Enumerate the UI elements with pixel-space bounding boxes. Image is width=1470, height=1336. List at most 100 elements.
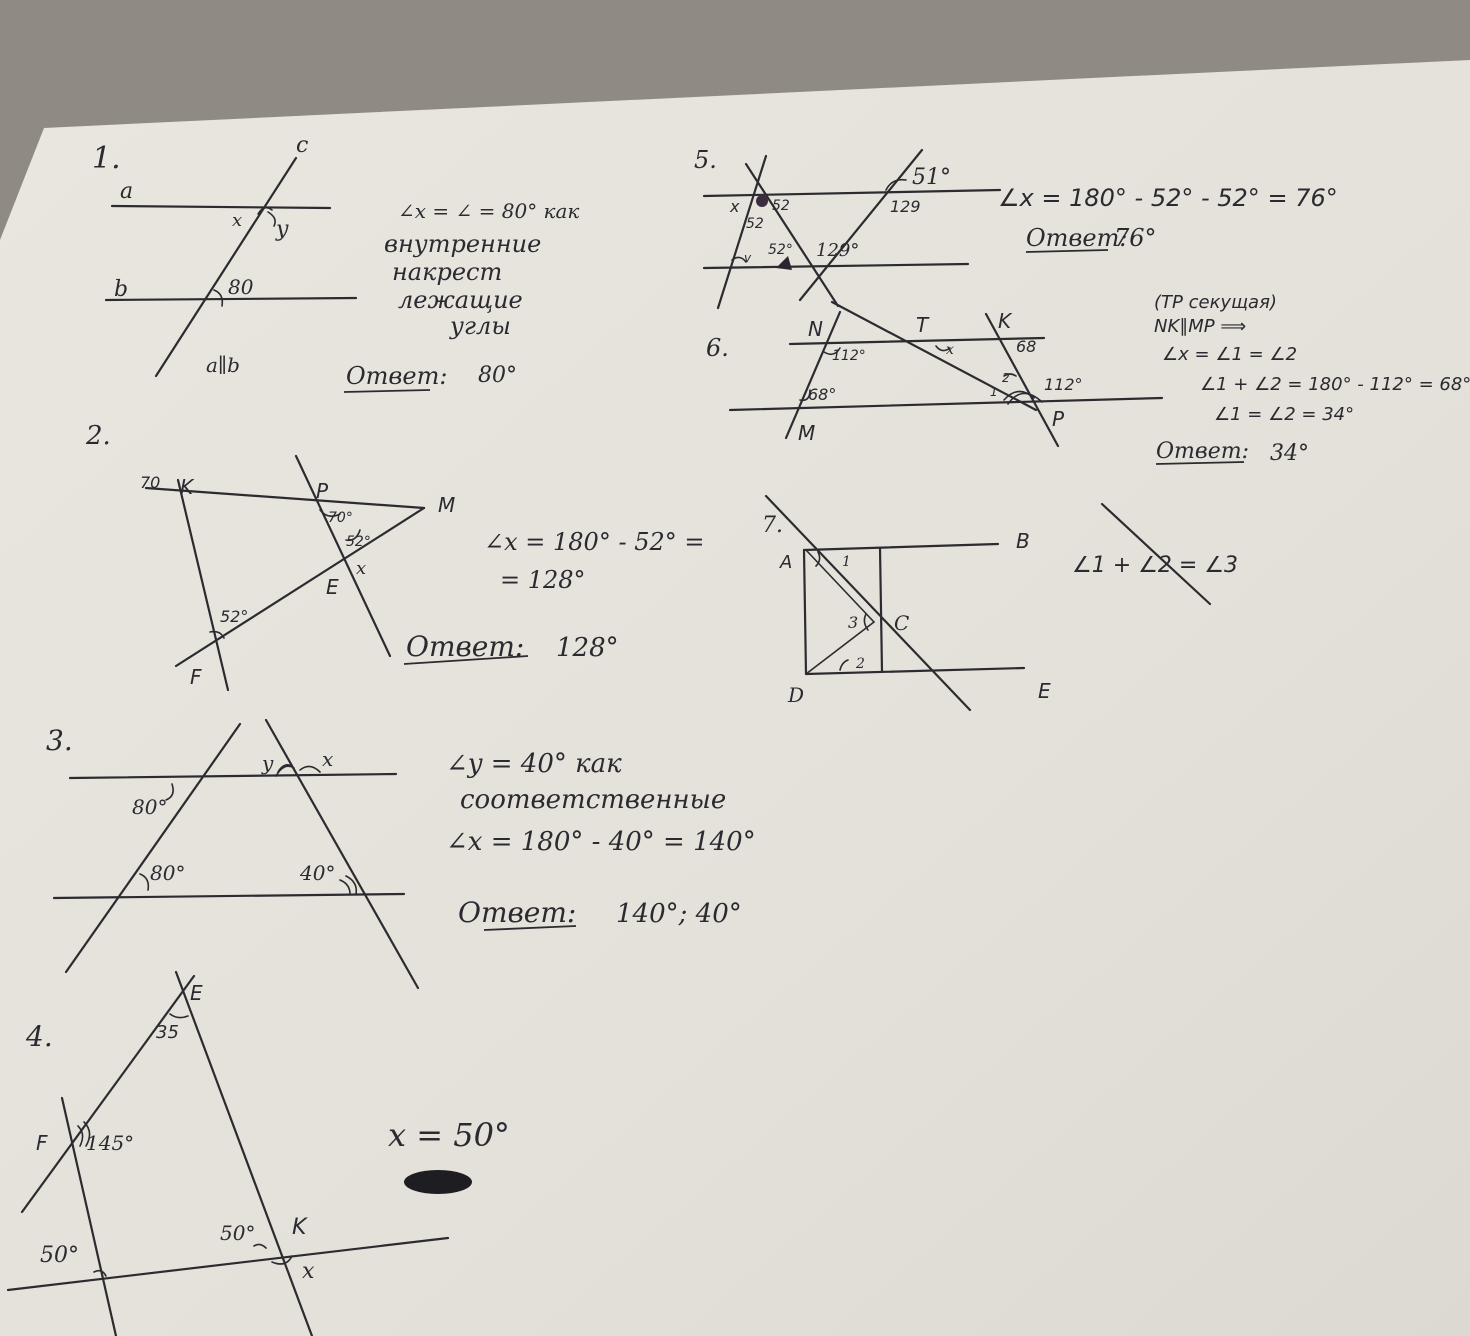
p3-angle-80-bot: 80° bbox=[150, 861, 185, 885]
p3-arc-40 bbox=[339, 875, 358, 895]
p6-number: 6. bbox=[706, 334, 729, 362]
p4-number: 4. bbox=[25, 1020, 53, 1053]
p4-label-x: x bbox=[302, 1259, 315, 1284]
p2-label-f: F bbox=[190, 665, 202, 689]
p6-line-kp bbox=[984, 312, 1060, 448]
p3-answer-underline bbox=[483, 925, 577, 931]
p1-arc-y bbox=[267, 211, 276, 227]
p3-answer-label: Ответ: bbox=[458, 896, 576, 929]
p4-angle-35: 35 bbox=[156, 1022, 179, 1043]
p2-line-km bbox=[144, 486, 426, 510]
p7-label-3: 3 bbox=[848, 613, 858, 632]
p2-line-pe bbox=[294, 454, 392, 658]
p6-label-p: P bbox=[1052, 407, 1065, 431]
p3-number: 3. bbox=[46, 724, 73, 757]
p1-label-b: b bbox=[114, 277, 128, 302]
p4-line-bottom bbox=[6, 1236, 450, 1292]
p5-answer-value: 76° bbox=[1114, 224, 1157, 252]
p2-arc-52 bbox=[345, 529, 361, 542]
p4-arc-50-right bbox=[253, 1243, 267, 1249]
p4-arc-x bbox=[271, 1255, 293, 1265]
p6-label-1: 1 bbox=[990, 385, 998, 399]
p6-line-nk bbox=[788, 336, 1046, 346]
p4-arc-50-left bbox=[93, 1269, 107, 1277]
p7-strike-through bbox=[1100, 502, 1212, 606]
p2-arc-70 bbox=[319, 509, 341, 518]
p5-angle-52b: 52 bbox=[746, 216, 764, 232]
p1-angle-80: 80 bbox=[228, 275, 254, 299]
p5-label-v: v bbox=[744, 251, 752, 265]
p7-equation: ∠1 + ∠2 = ∠3 bbox=[1072, 553, 1238, 578]
p5-angle-52c: 52° bbox=[768, 242, 793, 258]
p5-angle-52a: 52 bbox=[772, 198, 790, 214]
p7-line-vertical bbox=[878, 546, 884, 674]
p6-arc-x bbox=[935, 345, 951, 352]
p6-equation-1: ∠x = ∠1 = ∠2 bbox=[1162, 344, 1297, 365]
p1-number: 1. bbox=[92, 141, 121, 176]
p6-note-1: (TP секущая) bbox=[1154, 292, 1277, 313]
p6-note-2: NK∥MP ⟹ bbox=[1154, 316, 1246, 337]
p7-arc-2 bbox=[839, 659, 849, 671]
p2-label-e: E bbox=[326, 575, 339, 599]
p3-label-x: x bbox=[322, 747, 333, 771]
p1-parallel: a∥b bbox=[206, 353, 240, 377]
p2-angle-52-low: 52° bbox=[220, 607, 248, 626]
p6-line-nm bbox=[784, 310, 842, 440]
p5-equation: ∠x = 180° - 52° - 52° = 76° bbox=[998, 184, 1338, 212]
p5-angle-51: 51° bbox=[912, 165, 951, 190]
p7-label-c: C bbox=[894, 611, 909, 635]
p1-label-x: x bbox=[232, 210, 242, 231]
p7-line-ab bbox=[802, 542, 1000, 552]
p5-arc-51 bbox=[885, 178, 907, 191]
p3-line-left bbox=[64, 722, 242, 974]
p2-arc-52-low bbox=[209, 630, 225, 639]
p3-equation-1: ∠y = 40° как bbox=[446, 749, 622, 779]
problem-3: 3. y x 80° 80° 40° ∠y = 40° как соответс… bbox=[46, 718, 756, 990]
p4-angle-50-left: 50° bbox=[40, 1243, 79, 1268]
p6-arc-68 bbox=[799, 389, 811, 402]
p4-label-k: K bbox=[292, 1215, 308, 1240]
p7-label-1: 1 bbox=[842, 554, 851, 570]
p2-label-p: P bbox=[316, 479, 329, 503]
p2-equation-1: ∠x = 180° - 52° = bbox=[484, 528, 704, 556]
p6-angle-112: 112° bbox=[832, 348, 866, 364]
p1-answer-label: Ответ: bbox=[346, 362, 447, 390]
p4-label-e: E bbox=[190, 981, 203, 1005]
p2-equation-2: = 128° bbox=[500, 566, 586, 594]
p1-arc-x bbox=[257, 206, 273, 215]
p6-angle-68-right: 68 bbox=[1016, 337, 1036, 356]
p5-line-right bbox=[798, 148, 924, 302]
p4-line-fe bbox=[20, 974, 196, 1214]
p3-equation-3: ∠x = 180° - 40° = 140° bbox=[446, 827, 756, 857]
p1-label-y: y bbox=[275, 217, 289, 242]
p6-label-n: N bbox=[808, 317, 823, 341]
p1-line-b bbox=[104, 296, 358, 302]
p4-angle-50-right: 50° bbox=[220, 1221, 255, 1245]
p6-answer-value: 34° bbox=[1270, 441, 1309, 466]
p1-answer-underline bbox=[343, 389, 431, 393]
p6-label-x: x bbox=[946, 342, 954, 358]
p5-marked-angle-bottom bbox=[776, 256, 792, 270]
problem-5: 5. x 52 52 52° v 51° 129 129° ∠x = 180° … bbox=[694, 146, 1338, 310]
p7-line-ad bbox=[802, 548, 808, 676]
p1-text-2: накрест bbox=[392, 258, 502, 286]
p5-label-x: x bbox=[729, 197, 740, 216]
p1-equation: ∠x = ∠ = 80° как bbox=[398, 199, 579, 223]
p3-arc-y bbox=[275, 764, 295, 777]
p4-angle-145: 145° bbox=[86, 1131, 134, 1155]
p3-line-right bbox=[264, 718, 420, 990]
p7-line-transversal bbox=[764, 494, 972, 712]
p4-arc-35 bbox=[169, 1013, 189, 1019]
p6-answer-underline bbox=[1155, 461, 1245, 465]
p6-answer-label: Ответ: bbox=[1156, 439, 1249, 464]
p2-label-x: x bbox=[356, 558, 366, 579]
p1-answer-value: 80° bbox=[478, 363, 517, 388]
p1-label-a: a bbox=[120, 179, 133, 204]
p2-line-mf bbox=[174, 506, 426, 668]
p4-line-left bbox=[60, 1096, 118, 1336]
p2-line-kf bbox=[176, 478, 230, 692]
p2-label-m: M bbox=[438, 493, 455, 517]
p3-answer-value: 140°; 40° bbox=[616, 899, 742, 929]
